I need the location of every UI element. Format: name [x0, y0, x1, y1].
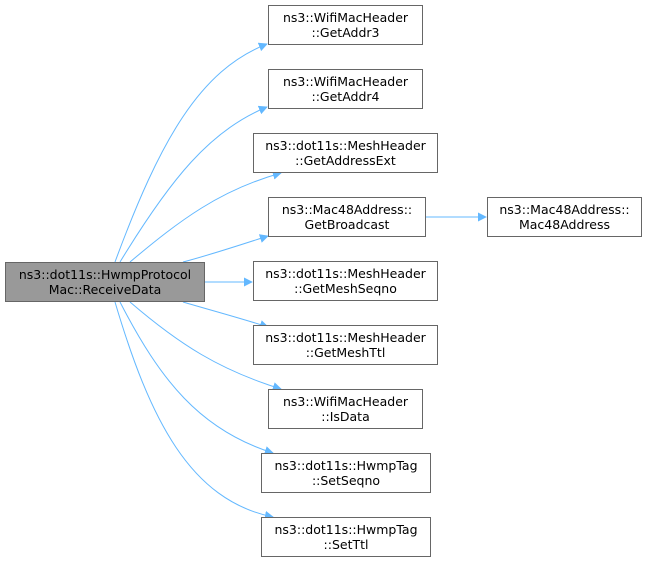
node-label-line1: ns3::WifiMacHeader: [282, 74, 409, 89]
node-wifimacheader-isdata[interactable]: ns3::WifiMacHeader ::IsData: [268, 389, 423, 429]
node-label-line2: ::GetAddr3: [311, 25, 380, 40]
node-wifimacheader-getaddr3[interactable]: ns3::WifiMacHeader ::GetAddr3: [268, 5, 423, 45]
node-label-line1: ns3::Mac48Address::: [281, 202, 413, 217]
node-label-line2: ::GetAddr4: [311, 89, 380, 104]
node-mac48address-mac48address[interactable]: ns3::Mac48Address:: Mac48Address: [487, 197, 642, 237]
edge-to-getaddressext: [129, 170, 282, 263]
node-label-line2: ::GetMeshSeqno: [294, 281, 397, 296]
node-label-line1: ns3::WifiMacHeader: [282, 10, 409, 25]
node-meshheader-getaddressext[interactable]: ns3::dot11s::MeshHeader ::GetAddressExt: [253, 133, 438, 173]
node-mac48address-getbroadcast[interactable]: ns3::Mac48Address:: GetBroadcast: [268, 197, 426, 237]
node-label-line1: ns3::Mac48Address::: [499, 202, 630, 217]
node-label-line2: ::SetSeqno: [311, 473, 381, 488]
node-meshheader-getmeshttl[interactable]: ns3::dot11s::MeshHeader ::GetMeshTtl: [253, 325, 438, 365]
node-label-line2: GetBroadcast: [304, 217, 390, 232]
node-label-line1: ns3::dot11s::MeshHeader: [265, 266, 426, 281]
node-label-line1: ns3::dot11s::HwmpTag: [274, 522, 418, 537]
node-label-line2: ::GetMeshTtl: [305, 345, 386, 360]
node-wifimacheader-getaddr4[interactable]: ns3::WifiMacHeader ::GetAddr4: [268, 69, 423, 109]
node-hwmptag-setseqno[interactable]: ns3::dot11s::HwmpTag ::SetSeqno: [261, 453, 431, 493]
edge-to-isdata: [129, 301, 282, 391]
node-label-line1: ns3::dot11s::HwmpProtocol: [18, 267, 192, 282]
node-label-line1: ns3::dot11s::MeshHeader: [265, 330, 426, 345]
node-hwmpprotocolmac-receivedata: ns3::dot11s::HwmpProtocol Mac::ReceiveDa…: [5, 262, 205, 302]
node-label-line2: ::IsData: [321, 409, 370, 424]
node-label-line1: ns3::dot11s::HwmpTag: [274, 458, 418, 473]
node-label-line2: Mac::ReceiveData: [48, 282, 162, 297]
edge-to-getaddr4: [119, 105, 268, 263]
node-hwmptag-setttl[interactable]: ns3::dot11s::HwmpTag ::SetTtl: [261, 517, 431, 557]
edge-to-getbroadcast: [182, 234, 269, 263]
node-label-line1: ns3::WifiMacHeader: [282, 394, 409, 409]
edge-to-setseqno: [119, 301, 274, 455]
edge-to-setttl: [114, 301, 274, 520]
node-label-line2: Mac48Address: [518, 217, 610, 232]
node-label-line2: ::SetTtl: [323, 537, 369, 552]
node-meshheader-getmeshseqno[interactable]: ns3::dot11s::MeshHeader ::GetMeshSeqno: [253, 261, 438, 301]
edge-to-getmeshttl: [182, 301, 269, 329]
node-label-line2: ::GetAddressExt: [295, 153, 396, 168]
node-label-line1: ns3::dot11s::MeshHeader: [265, 138, 426, 153]
edge-to-getaddr3: [114, 42, 268, 263]
